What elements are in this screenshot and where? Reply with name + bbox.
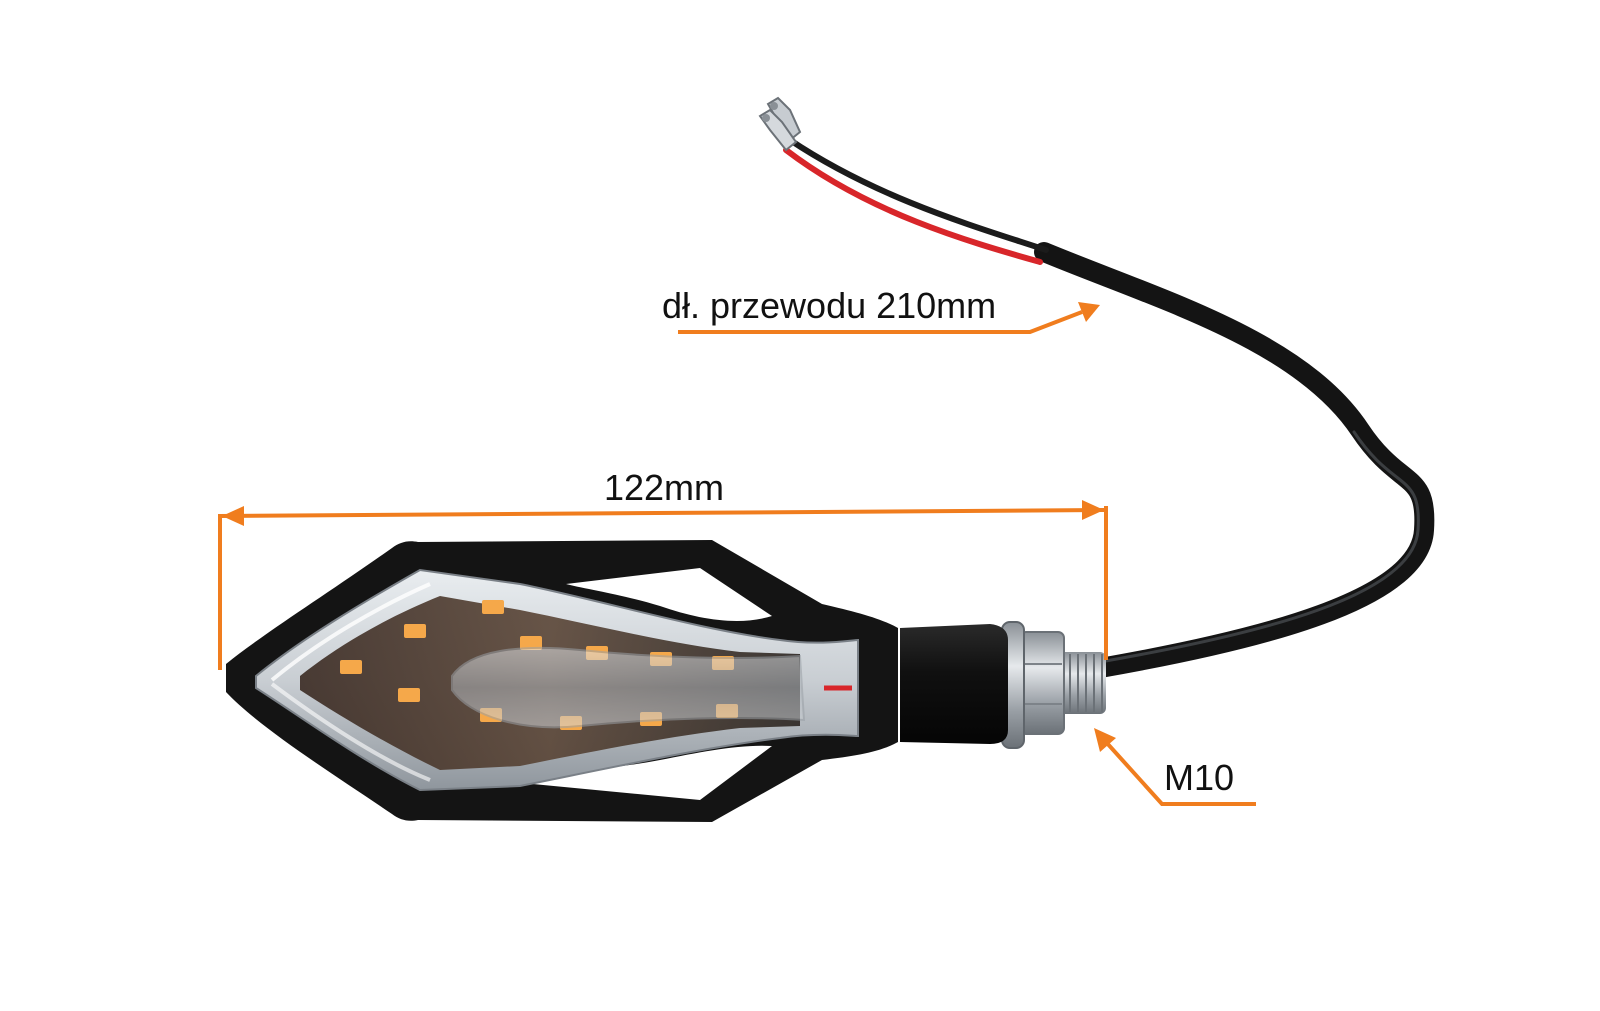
body-length-label: 122mm bbox=[604, 467, 724, 508]
leader-arrowhead bbox=[1078, 302, 1100, 322]
lens-highlight bbox=[270, 582, 431, 682]
arrowhead-left bbox=[222, 506, 244, 526]
indicator-housing bbox=[226, 540, 898, 822]
arrowhead-right bbox=[1082, 500, 1104, 520]
led-chip bbox=[482, 600, 504, 614]
leader-line bbox=[1104, 740, 1256, 806]
led-chip bbox=[398, 688, 420, 702]
wire-red bbox=[783, 147, 1043, 265]
thread-label: M10 bbox=[1164, 757, 1234, 798]
upper-fin-gap bbox=[566, 568, 772, 621]
body-length-dimension: 122mm bbox=[218, 467, 1108, 670]
nut bbox=[1019, 631, 1065, 735]
cable-length-dimension: dł. przewodu 210mm bbox=[662, 285, 1100, 334]
cable-length-label: dł. przewodu 210mm bbox=[662, 285, 996, 326]
lower-fin-gap bbox=[450, 745, 772, 800]
led-chip bbox=[520, 636, 542, 650]
mounting-bolt bbox=[900, 621, 1106, 749]
leader-line bbox=[678, 310, 1083, 334]
leader-arrowhead bbox=[1094, 728, 1116, 752]
cable bbox=[758, 96, 1435, 678]
cable-highlight bbox=[1098, 430, 1420, 664]
wire-black bbox=[787, 137, 1049, 253]
light-tube bbox=[451, 646, 806, 729]
cable-sheath bbox=[1034, 242, 1435, 678]
thread-dimension: M10 bbox=[1094, 728, 1256, 806]
wire-connectors bbox=[758, 96, 802, 152]
dimension-line bbox=[219, 508, 1105, 518]
rubber-boot bbox=[900, 624, 1008, 744]
lens-highlight bbox=[270, 682, 431, 782]
led-chip bbox=[340, 660, 362, 674]
led-chip bbox=[404, 624, 426, 638]
